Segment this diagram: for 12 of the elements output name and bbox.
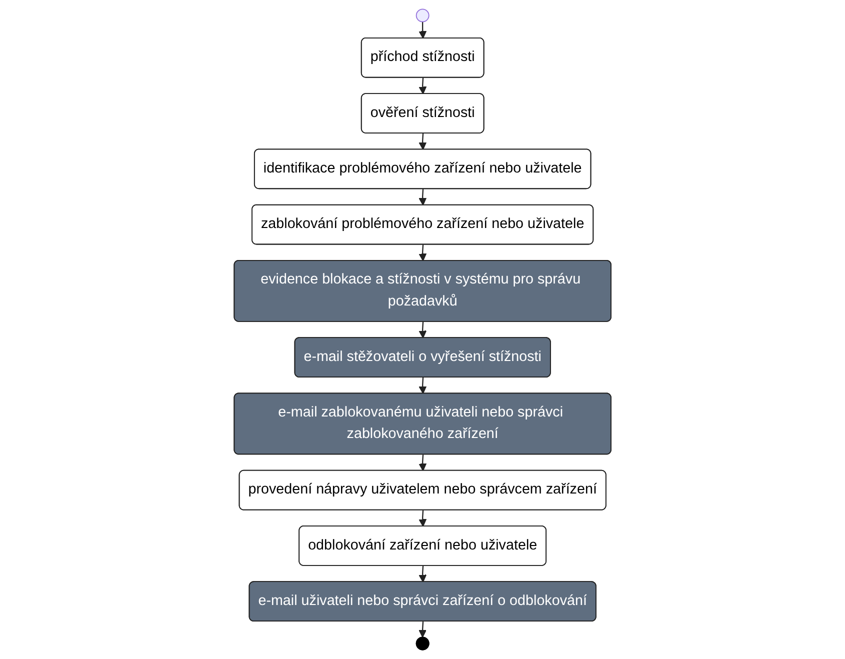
arrow [418,454,427,472]
arrow [418,377,427,394]
node-circle [416,8,430,22]
arrow [418,133,427,150]
arrow [418,322,427,338]
arrow [418,78,427,94]
arrow [418,189,427,206]
arrow [418,622,426,638]
arrow [418,510,427,527]
arrow [418,22,427,39]
arrow [418,566,427,582]
arrow [418,244,427,262]
